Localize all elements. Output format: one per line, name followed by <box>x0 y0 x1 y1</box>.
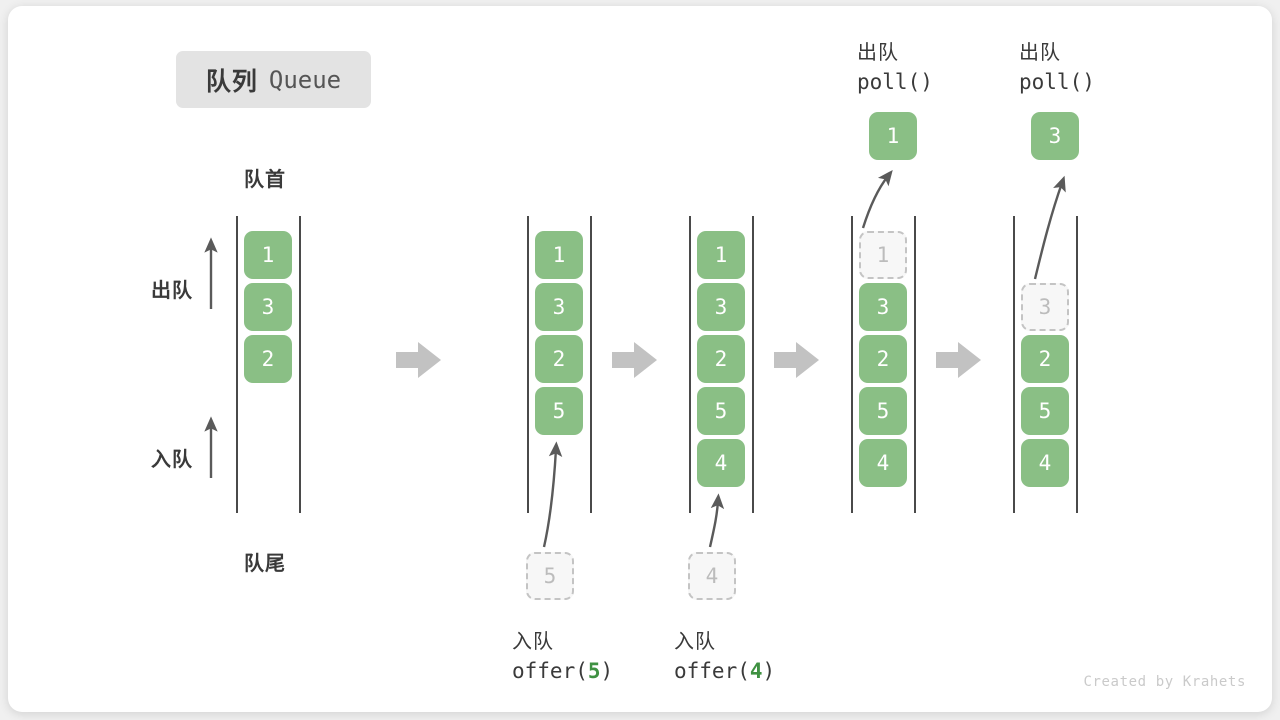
queue-cell: 5 <box>1021 387 1069 435</box>
op-code-arg: 4 <box>749 659 763 683</box>
label-dequeue: 出队 <box>151 280 193 302</box>
rail-right-c3 <box>752 216 754 513</box>
queue-cell-new: 4 <box>697 439 745 487</box>
op-code-suffix: ) <box>762 659 776 683</box>
queue-cell: 4 <box>859 439 907 487</box>
transition-arrow-3 <box>774 342 819 378</box>
op-code-prefix: poll( <box>1019 70 1083 94</box>
queue-cell: 2 <box>1021 335 1069 383</box>
removed-cell: 3 <box>1021 283 1069 331</box>
dequeue-motion-arrow-1 <box>861 169 893 229</box>
rail-left-c5 <box>1013 216 1015 513</box>
queue-cell: 3 <box>859 283 907 331</box>
transition-arrow-4 <box>936 342 981 378</box>
queue-cell: 5 <box>859 387 907 435</box>
title-english: Queue <box>268 65 342 94</box>
label-queue-front: 队首 <box>244 169 286 191</box>
diagram-card: 队列 Queue 队首 队尾 出队 入队 1 3 2 1 3 2 5 5 入队 … <box>8 6 1272 712</box>
rail-left-c1 <box>236 216 238 513</box>
op-code-suffix: ) <box>600 659 614 683</box>
label-queue-rear: 队尾 <box>244 553 286 575</box>
rail-left-c4 <box>851 216 853 513</box>
queue-cell: 2 <box>535 335 583 383</box>
polled-result-cell: 1 <box>869 112 917 160</box>
enqueue-motion-arrow-4 <box>708 493 725 548</box>
queue-cell: 3 <box>535 283 583 331</box>
rail-right-c2 <box>590 216 592 513</box>
transition-arrow-1 <box>396 342 441 378</box>
diagram-title-badge: 队列 Queue <box>176 51 371 108</box>
queue-cell: 1 <box>244 231 292 279</box>
queue-cell-new: 5 <box>535 387 583 435</box>
op-code-prefix: poll( <box>857 70 921 94</box>
label-enqueue: 入队 <box>151 449 193 471</box>
op-code-prefix: offer( <box>674 659 750 683</box>
op-label-cn: 入队 <box>512 631 554 653</box>
queue-cell: 1 <box>535 231 583 279</box>
enqueue-motion-arrow-5 <box>542 441 563 548</box>
queue-cell: 1 <box>697 231 745 279</box>
footer-credit: Created by Krahets <box>1083 674 1246 690</box>
op-label-code: offer(5) <box>512 659 613 683</box>
op-label-code: poll() <box>857 70 933 94</box>
queue-cell: 2 <box>244 335 292 383</box>
queue-cell: 3 <box>244 283 292 331</box>
rail-right-c4 <box>914 216 916 513</box>
queue-cell: 2 <box>859 335 907 383</box>
removed-cell: 1 <box>859 231 907 279</box>
queue-cell: 2 <box>697 335 745 383</box>
queue-cell: 5 <box>697 387 745 435</box>
op-label-code: poll() <box>1019 70 1095 94</box>
rail-right-c1 <box>299 216 301 513</box>
dequeue-motion-arrow-3 <box>1033 175 1066 280</box>
queue-cell: 4 <box>1021 439 1069 487</box>
queue-cell: 3 <box>697 283 745 331</box>
rail-left-c2 <box>527 216 529 513</box>
rail-left-c3 <box>689 216 691 513</box>
title-chinese: 队列 <box>205 67 258 96</box>
op-label-cn: 出队 <box>857 42 899 64</box>
op-label-cn: 入队 <box>674 631 716 653</box>
arrows-overlay <box>204 169 1066 548</box>
pending-cell: 4 <box>688 552 736 600</box>
pending-cell: 5 <box>526 552 574 600</box>
transition-arrow-2 <box>612 342 657 378</box>
op-label-code: offer(4) <box>674 659 775 683</box>
op-label-cn: 出队 <box>1019 42 1061 64</box>
op-code-arg: 5 <box>587 659 601 683</box>
op-code-prefix: offer( <box>512 659 588 683</box>
rail-right-c5 <box>1076 216 1078 513</box>
polled-result-cell: 3 <box>1031 112 1079 160</box>
op-code-suffix: ) <box>1082 70 1095 94</box>
op-code-suffix: ) <box>920 70 933 94</box>
